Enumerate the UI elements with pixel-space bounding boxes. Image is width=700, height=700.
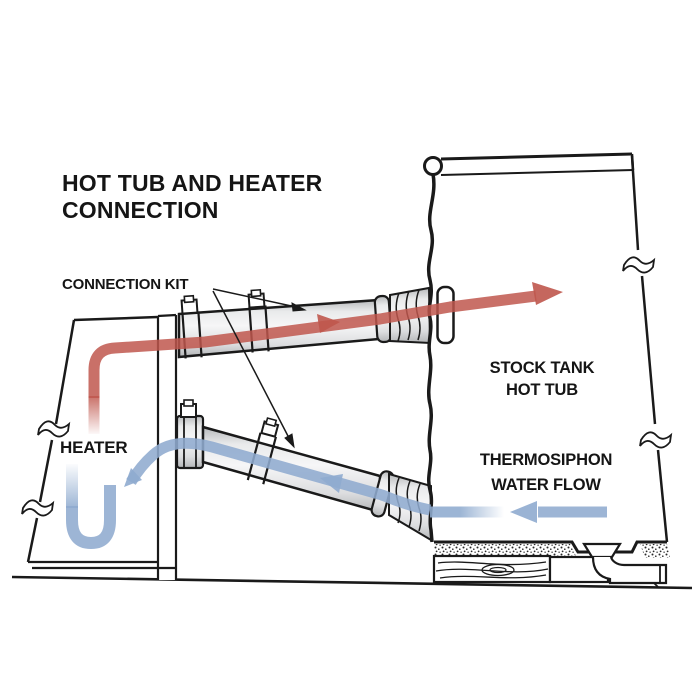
connection-kit-pointers bbox=[212, 288, 307, 449]
break-mark bbox=[639, 431, 673, 449]
break-mark bbox=[622, 256, 656, 274]
pointer-line bbox=[212, 288, 297, 308]
tank-rolled-edge bbox=[423, 156, 443, 176]
hose-clamp bbox=[180, 294, 203, 359]
cold-flow-arrowhead bbox=[320, 474, 343, 493]
pipe-flange bbox=[175, 399, 205, 470]
pointer-line bbox=[212, 290, 290, 439]
wood-beam bbox=[432, 554, 552, 584]
gravel-texture bbox=[434, 544, 576, 556]
hot-water-flow-arrow bbox=[88, 282, 563, 434]
drain-assembly bbox=[582, 542, 668, 589]
pointer-arrowhead bbox=[284, 433, 295, 449]
connection-kit-label: CONNECTION KIT bbox=[62, 276, 189, 293]
tank-left-wall bbox=[426, 173, 436, 543]
drain-pipe bbox=[591, 556, 668, 585]
tank-base bbox=[432, 542, 670, 589]
tank-right-edge bbox=[630, 155, 669, 543]
tank-body bbox=[434, 167, 667, 542]
heater-label: HEATER bbox=[60, 438, 128, 457]
heater-bottom-edge bbox=[28, 560, 158, 570]
wall-flange bbox=[436, 285, 455, 345]
cold-flow-pipe-segment bbox=[126, 437, 432, 516]
cold-water-flow-arrow bbox=[66, 437, 607, 550]
cold-flow-u-loop bbox=[66, 485, 116, 550]
drain-flange bbox=[582, 542, 622, 559]
cold-flow-arrowhead bbox=[510, 501, 537, 523]
pointer-arrowhead bbox=[291, 302, 307, 312]
tank-rim bbox=[440, 152, 633, 161]
heater-top-edge bbox=[73, 315, 159, 322]
heater-body bbox=[28, 317, 158, 568]
cold-flow-arrowhead bbox=[124, 468, 142, 487]
break-mark bbox=[21, 499, 55, 517]
ground-line bbox=[11, 575, 693, 590]
gravel-texture bbox=[640, 544, 670, 558]
hot-flow-path bbox=[88, 290, 537, 398]
hot-flow-arrowhead bbox=[317, 314, 340, 333]
heater-left-edge bbox=[26, 319, 76, 563]
hot-flow-arrowhead bbox=[532, 282, 563, 305]
break-mark bbox=[37, 420, 71, 438]
stock-tank bbox=[423, 152, 673, 554]
